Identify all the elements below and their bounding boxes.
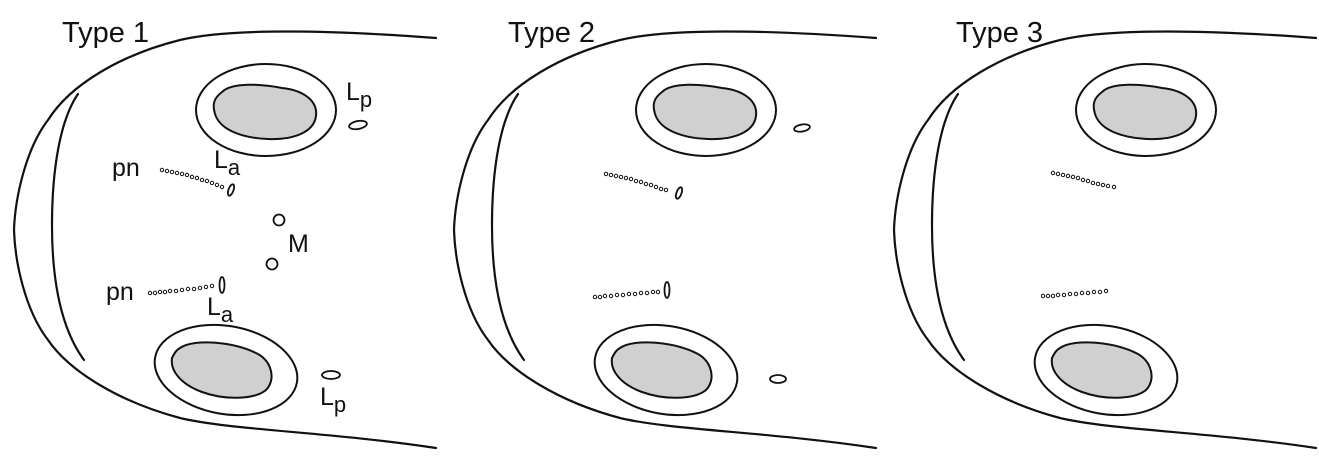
- la-upper-pore: [674, 186, 684, 200]
- pit-line-upper: [1050, 170, 1117, 190]
- pit-line-lower: [1040, 288, 1109, 299]
- snout-line: [490, 92, 526, 362]
- eye-upper: [212, 83, 318, 141]
- panel-title: Type 1: [62, 17, 149, 49]
- head-outline: [892, 30, 1318, 450]
- la-label-upper: La: [214, 146, 241, 180]
- panel-type-3: Type 3: [880, 0, 1319, 459]
- head-diagram-type-3: Type 3: [892, 17, 1318, 450]
- lp-label-lower: Lp: [320, 383, 346, 417]
- eye-upper: [1092, 83, 1198, 141]
- pit-line-upper: [159, 167, 225, 190]
- head-diagram-type-1: Type 1 pn pn La La Lp Lp M: [12, 17, 438, 450]
- lp-lower-pore: [321, 370, 341, 380]
- m-pore-lower: [265, 257, 279, 271]
- pit-line-upper: [603, 171, 669, 193]
- eye-upper: [652, 83, 758, 141]
- pit-line-lower: [147, 283, 215, 296]
- m-pore-upper: [272, 213, 286, 227]
- panel-title: Type 3: [956, 17, 1043, 49]
- panel-type-1: Type 1 pn pn La La Lp Lp M: [0, 0, 440, 459]
- la-lower-pore: [663, 281, 671, 299]
- snout-line: [930, 92, 966, 362]
- lp-label-upper: Lp: [346, 78, 372, 112]
- pn-label-lower: pn: [106, 278, 134, 306]
- lp-upper-pore: [348, 119, 368, 131]
- panel-type-2: Type 2: [440, 0, 880, 459]
- eye-lower: [1050, 341, 1153, 399]
- la-upper-pore: [226, 183, 236, 197]
- panel-title: Type 2: [508, 17, 595, 49]
- m-label: M: [288, 230, 309, 258]
- lp-lower-pore: [769, 374, 787, 384]
- head-outline: [452, 30, 878, 450]
- head-diagram-type-2: Type 2: [452, 17, 878, 450]
- la-label-lower: La: [207, 293, 234, 327]
- snout-line: [50, 92, 86, 362]
- head-outline: [12, 30, 438, 450]
- pn-label-upper: pn: [112, 154, 140, 182]
- eye-lower: [170, 341, 273, 399]
- la-lower-pore: [218, 276, 226, 294]
- lp-upper-pore: [793, 123, 811, 133]
- pit-line-lower: [592, 289, 661, 300]
- eye-lower: [610, 341, 713, 399]
